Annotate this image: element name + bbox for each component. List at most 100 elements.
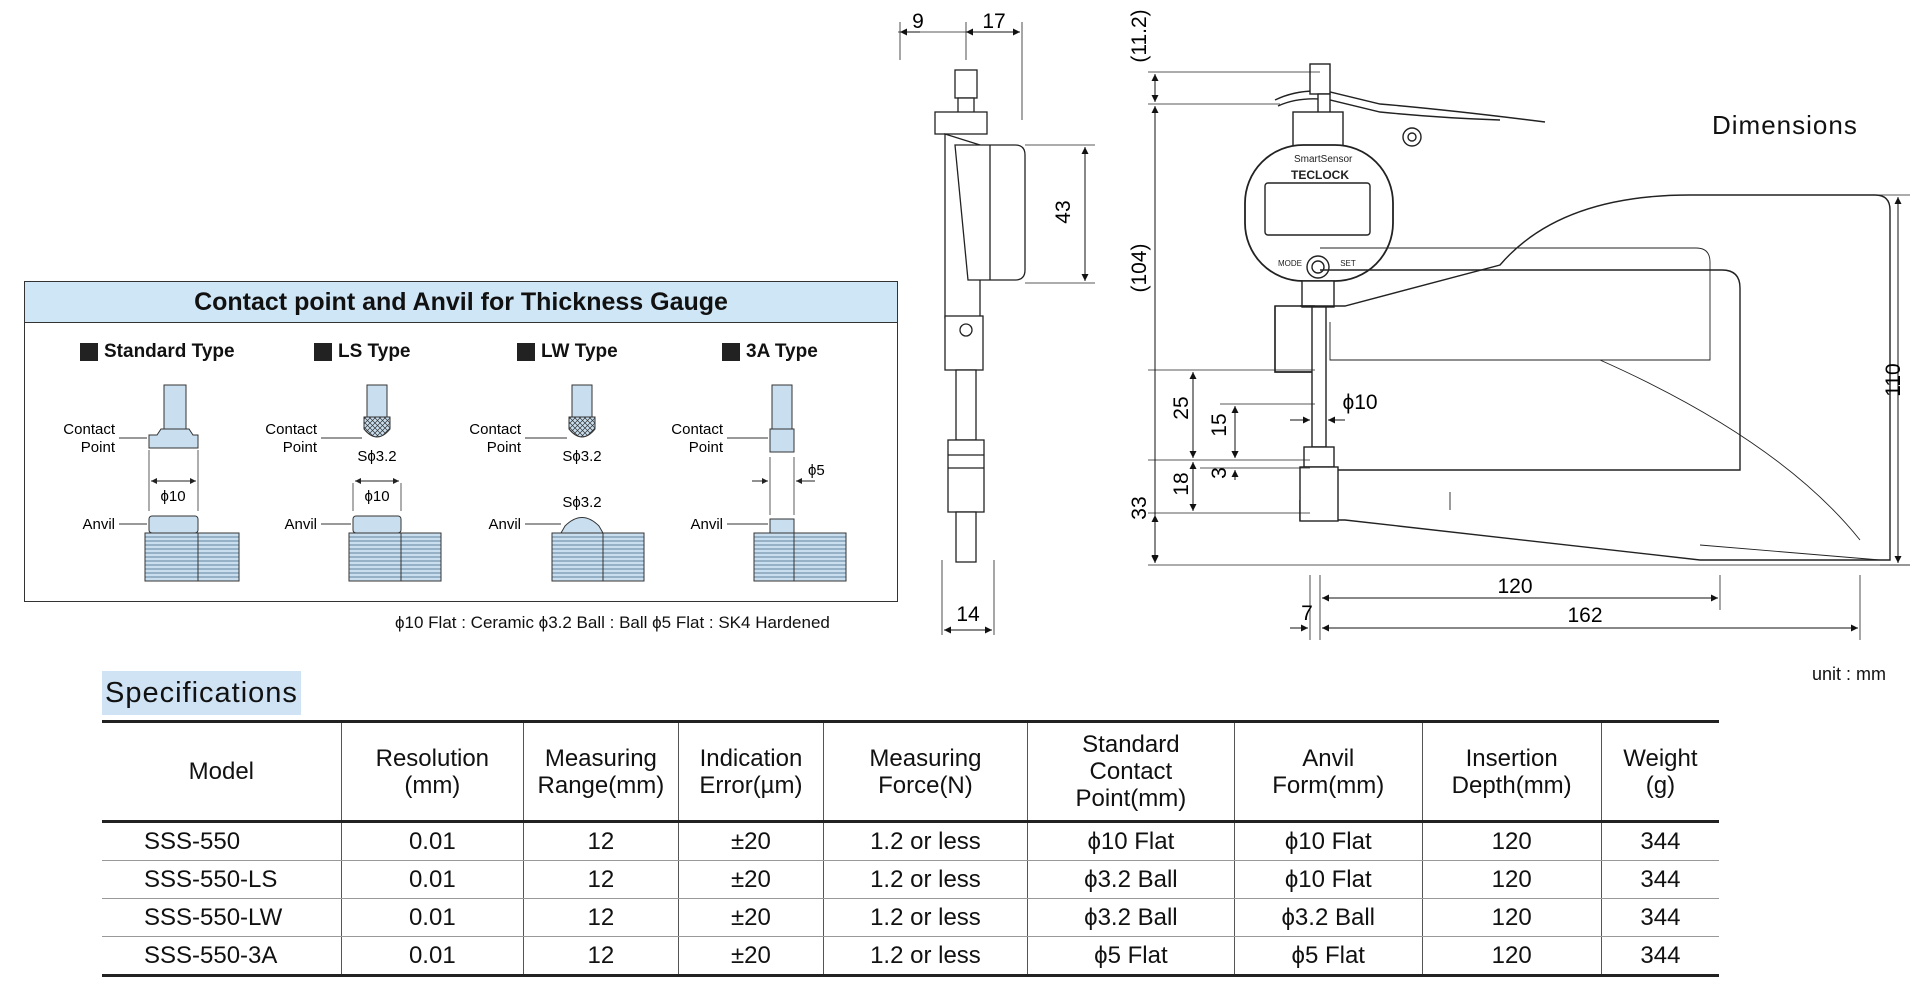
dim-104: (104): [1128, 243, 1151, 292]
dim-18: 18: [1170, 472, 1193, 495]
dim-phi10: ϕ10: [1342, 391, 1377, 414]
cell-error: ±20: [677, 821, 824, 861]
contact-point-panel: Contact point and Anvil for Thickness Ga…: [24, 281, 898, 602]
table-row: SSS-550-LW 0.01 12 ±20 1.2 or less ϕ3.2 …: [102, 898, 1719, 937]
front-view-drawing: [1148, 63, 1910, 640]
cell-resolution: 0.01: [340, 936, 524, 977]
ls-contact-label-2: Point: [283, 439, 318, 456]
lw-anvil-label: Anvil: [488, 516, 521, 533]
type-3a: 3A Type: [722, 341, 818, 363]
std-contact-label-1: Contact: [63, 421, 116, 438]
3a-contact-label-2: Point: [689, 439, 724, 456]
dim-14: 14: [956, 603, 980, 626]
material-note: ϕ10 Flat : Ceramic ϕ3.2 Ball : Ball ϕ5 F…: [395, 613, 830, 632]
3a-contact-label-1: Contact: [671, 421, 724, 438]
gauge-mode-label: MODE: [1278, 259, 1302, 268]
dim-11-2: (11.2): [1128, 9, 1151, 62]
cell-resolution: 0.01: [340, 821, 524, 861]
cell-model: SSS-550: [102, 821, 342, 861]
cell-contact-point: ϕ3.2 Ball: [1026, 860, 1235, 899]
cell-error: ±20: [677, 860, 824, 899]
std-dia10-label: ϕ10: [160, 488, 185, 505]
dim-43: 43: [1052, 200, 1075, 223]
cell-contact-point: ϕ5 Flat: [1026, 936, 1235, 977]
ls-dia10-label: ϕ10: [364, 488, 389, 505]
gauge-set-label: SET: [1340, 259, 1356, 268]
cell-depth: 120: [1421, 936, 1602, 977]
cell-force: 1.2 or less: [823, 936, 1028, 977]
side-view-drawing: [898, 22, 1095, 635]
square-bullet-icon: [80, 343, 98, 361]
lw-sdia-bottom-label: Sϕ3.2: [562, 494, 601, 511]
square-bullet-icon: [314, 343, 332, 361]
lw-type-drawing: [525, 384, 645, 582]
cell-weight: 344: [1600, 860, 1719, 899]
cell-anvil: ϕ10 Flat: [1233, 860, 1422, 899]
col-header-weight: Weight(g): [1600, 720, 1719, 823]
cell-depth: 120: [1421, 821, 1602, 861]
square-bullet-icon: [722, 343, 740, 361]
square-bullet-icon: [517, 343, 535, 361]
dim-15: 15: [1208, 413, 1231, 436]
table-row: SSS-550-3A 0.01 12 ±20 1.2 or less ϕ5 Fl…: [102, 936, 1719, 977]
lw-contact-label-2: Point: [487, 439, 522, 456]
cell-force: 1.2 or less: [823, 821, 1028, 861]
dim-3: 3: [1208, 467, 1231, 479]
dim-7: 7: [1301, 602, 1313, 625]
type-lw: LW Type: [517, 341, 618, 363]
cell-resolution: 0.01: [340, 860, 524, 899]
3a-dia5-label: ϕ5: [808, 462, 825, 479]
gauge-sub-label: SmartSensor: [1294, 154, 1353, 165]
cell-contact-point: ϕ10 Flat: [1026, 821, 1235, 861]
cell-depth: 120: [1421, 898, 1602, 937]
specifications-title: Specifications: [102, 671, 301, 715]
table-row: SSS-550-LS 0.01 12 ±20 1.2 or less ϕ3.2 …: [102, 860, 1719, 899]
cell-range: 12: [522, 898, 679, 937]
dim-162: 162: [1567, 604, 1602, 627]
ls-contact-label-1: Contact: [265, 421, 318, 438]
dim-110: 110: [1882, 363, 1905, 396]
3a-type-drawing: [727, 384, 847, 582]
dim-33: 33: [1128, 496, 1151, 519]
cell-error: ±20: [677, 898, 824, 937]
cell-range: 12: [522, 936, 679, 977]
table-row: SSS-550 0.01 12 ±20 1.2 or less ϕ10 Flat…: [102, 821, 1719, 861]
cell-model: SSS-550-3A: [102, 936, 342, 977]
cell-range: 12: [522, 860, 679, 899]
cell-contact-point: ϕ3.2 Ball: [1026, 898, 1235, 937]
contact-panel-body: Standard Type LS Type LW Type 3A Type: [25, 323, 897, 602]
unit-label: unit : mm: [1812, 664, 1887, 684]
cell-weight: 344: [1600, 898, 1719, 937]
std-anvil-label: Anvil: [82, 516, 115, 533]
cell-resolution: 0.01: [340, 898, 524, 937]
cell-range: 12: [522, 821, 679, 861]
cell-anvil: ϕ5 Flat: [1233, 936, 1422, 977]
cell-model: SSS-550-LS: [102, 860, 342, 899]
cell-depth: 120: [1421, 860, 1602, 899]
dim-120: 120: [1497, 575, 1532, 598]
ls-anvil-label: Anvil: [284, 516, 317, 533]
col-header-resolution: Resolution(mm): [340, 720, 524, 823]
cell-force: 1.2 or less: [823, 860, 1028, 899]
ls-sdia-label: Sϕ3.2: [357, 448, 396, 465]
std-contact-label-2: Point: [81, 439, 116, 456]
3a-anvil-label: Anvil: [690, 516, 723, 533]
cell-error: ±20: [677, 936, 824, 977]
cell-anvil: ϕ3.2 Ball: [1233, 898, 1422, 937]
dim-25: 25: [1170, 396, 1193, 419]
type-ls: LS Type: [314, 341, 411, 363]
col-header-model: Model: [102, 720, 342, 823]
ls-type-drawing: [321, 384, 442, 582]
cell-weight: 344: [1600, 821, 1719, 861]
lw-contact-label-1: Contact: [469, 421, 522, 438]
cell-weight: 344: [1600, 936, 1719, 977]
cell-force: 1.2 or less: [823, 898, 1028, 937]
